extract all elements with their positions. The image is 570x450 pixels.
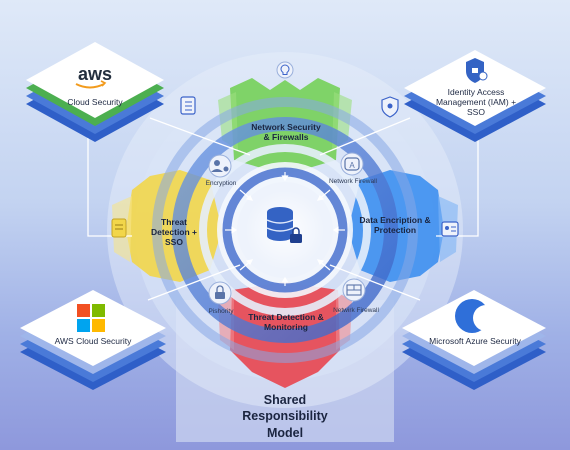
- database-lock-icon: [266, 207, 302, 243]
- network-a-icon: A: [340, 152, 364, 176]
- tile-azure-label: Microsoft Azure Security: [429, 336, 521, 346]
- label-network-firewall-top: Network Firewall: [328, 178, 378, 185]
- segment-right-label: Data Encription & Protection: [359, 215, 431, 236]
- segment-left-label: Threat Detection + SSO: [150, 217, 198, 248]
- shield-user-icon: [381, 96, 399, 118]
- document-yellow-icon: [111, 218, 127, 238]
- ring-main-blue: [172, 117, 398, 343]
- aws-logo-text: aws: [77, 64, 113, 84]
- lightbulb-icon: [276, 61, 294, 79]
- model-title-line-3: Model: [266, 425, 304, 440]
- tile-windows: [20, 290, 166, 390]
- inward-arrows: [225, 172, 345, 286]
- label-encryption: Encryption: [205, 180, 237, 187]
- tile-iam-label: Identity Access Management (IAM) + SSO: [435, 87, 517, 118]
- tile-windows-label: AWS Cloud Security: [54, 336, 132, 346]
- segment-top-label: Network Security & Firewalls: [251, 122, 321, 143]
- svg-text:A: A: [349, 161, 355, 170]
- id-card-icon: [441, 221, 459, 237]
- azure-crescent-icon: [455, 299, 499, 333]
- ring-outer-blue: [152, 97, 418, 363]
- padlock-icon: [208, 281, 232, 305]
- shield-lock-icon: [466, 58, 488, 83]
- user-icon: [208, 154, 232, 178]
- tile-aws-label: Cloud Security: [67, 97, 123, 107]
- ring-inner-white: [199, 144, 371, 316]
- tile-aws: [26, 42, 164, 142]
- windows-logo-icon: [77, 304, 105, 332]
- aws-smile-icon: [75, 80, 107, 89]
- label-phishing: Pishority: [208, 308, 234, 315]
- clipboard-icon: [180, 96, 196, 115]
- model-title-line-1: Shared: [263, 393, 307, 407]
- segment-bottom-label: Threat Detection & Monitoring: [248, 312, 324, 333]
- label-network-firewall-bottom: Netwirk Firewall: [333, 307, 379, 314]
- model-title: Shared Responsibility Model: [205, 392, 365, 441]
- tile-iam: [404, 50, 546, 142]
- firewall-icon: [342, 278, 366, 302]
- model-title-line-2: Responsibility: [242, 409, 328, 424]
